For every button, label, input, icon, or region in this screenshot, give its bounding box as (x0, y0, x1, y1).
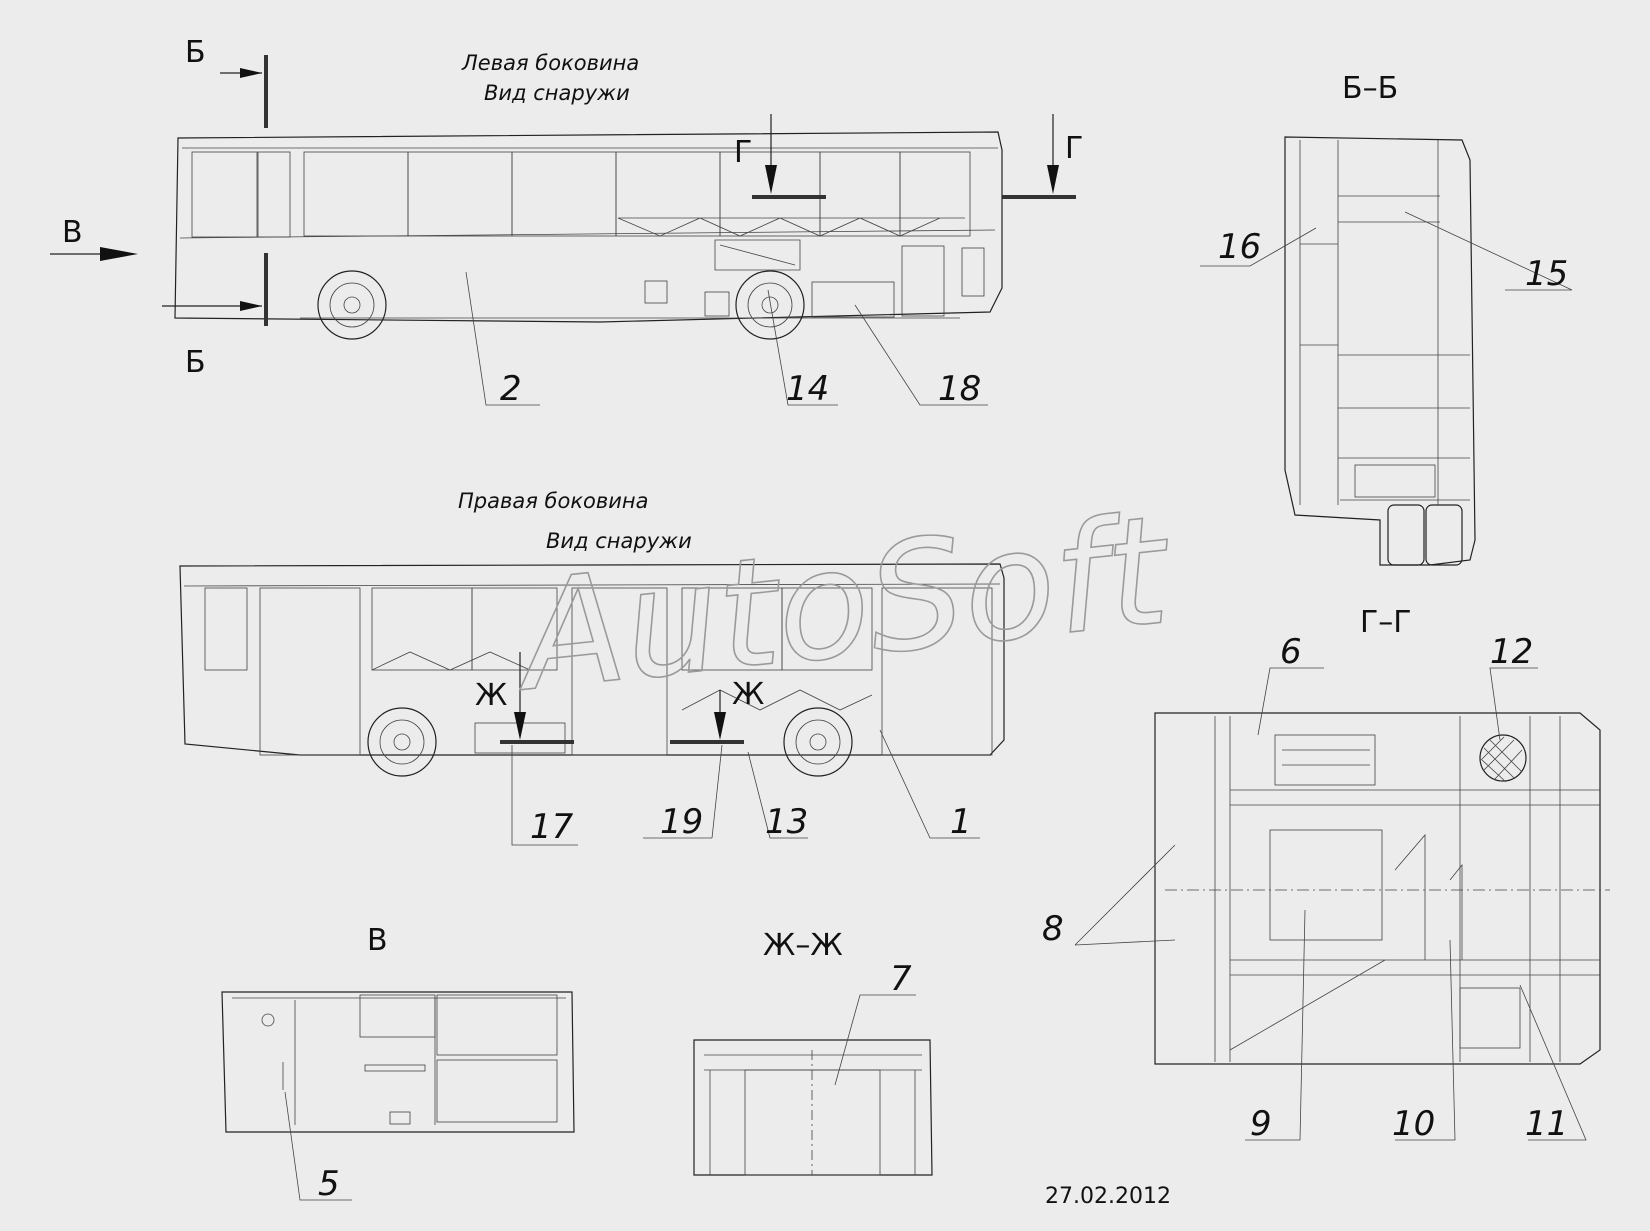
view-bb (1284, 136, 1476, 566)
callout-16: 16 (1218, 227, 1261, 267)
right-side-view (179, 563, 1005, 777)
callout-13: 13 (765, 802, 808, 842)
callout-6: 6 (1280, 632, 1302, 672)
drawing-date: 27.02.2012 (1045, 1184, 1171, 1209)
callout-7: 7 (890, 959, 912, 999)
callout-17: 17 (530, 807, 574, 847)
section-mark-g-right: Г (1065, 131, 1083, 166)
left-side-view (50, 55, 1076, 340)
view-zhzh (693, 1039, 933, 1176)
section-mark-b-bottom: Б (185, 345, 206, 380)
callout-10: 10 (1392, 1104, 1435, 1144)
section-mark-zh-right: Ж (732, 677, 764, 712)
view-title-bb: Б–Б (1342, 71, 1398, 106)
callout-1: 1 (950, 802, 972, 842)
callout-5: 5 (318, 1164, 340, 1204)
callout-11: 11 (1525, 1104, 1568, 1144)
view-arrow-v-label: В (62, 215, 83, 250)
leader-lines (284, 211, 1587, 1201)
callout-9: 9 (1250, 1104, 1272, 1144)
callout-19: 19 (660, 802, 703, 842)
view-title-v: В (367, 923, 388, 958)
callout-14: 14 (786, 369, 829, 409)
view-title-zhzh: Ж–Ж (763, 928, 843, 963)
section-mark-zh-left: Ж (475, 678, 507, 713)
callout-12: 12 (1490, 632, 1533, 672)
callout-15: 15 (1525, 254, 1568, 294)
view-v (221, 991, 575, 1133)
left-side-caption-line1: Левая боковина (461, 51, 639, 75)
callout-2: 2 (500, 369, 522, 409)
left-side-caption-line2: Вид снаружи (484, 81, 630, 105)
right-side-caption-line1: Правая боковина (458, 489, 649, 513)
watermark: AutoSoft (505, 484, 1180, 726)
view-gg (1154, 712, 1610, 1065)
section-mark-b-top: Б (185, 35, 206, 70)
callout-8: 8 (1042, 909, 1064, 949)
view-title-gg: Г–Г (1360, 605, 1412, 640)
section-mark-g-left: Г (734, 135, 752, 170)
right-side-caption-line2: Вид снаружи (546, 529, 692, 553)
callout-18: 18 (938, 369, 981, 409)
